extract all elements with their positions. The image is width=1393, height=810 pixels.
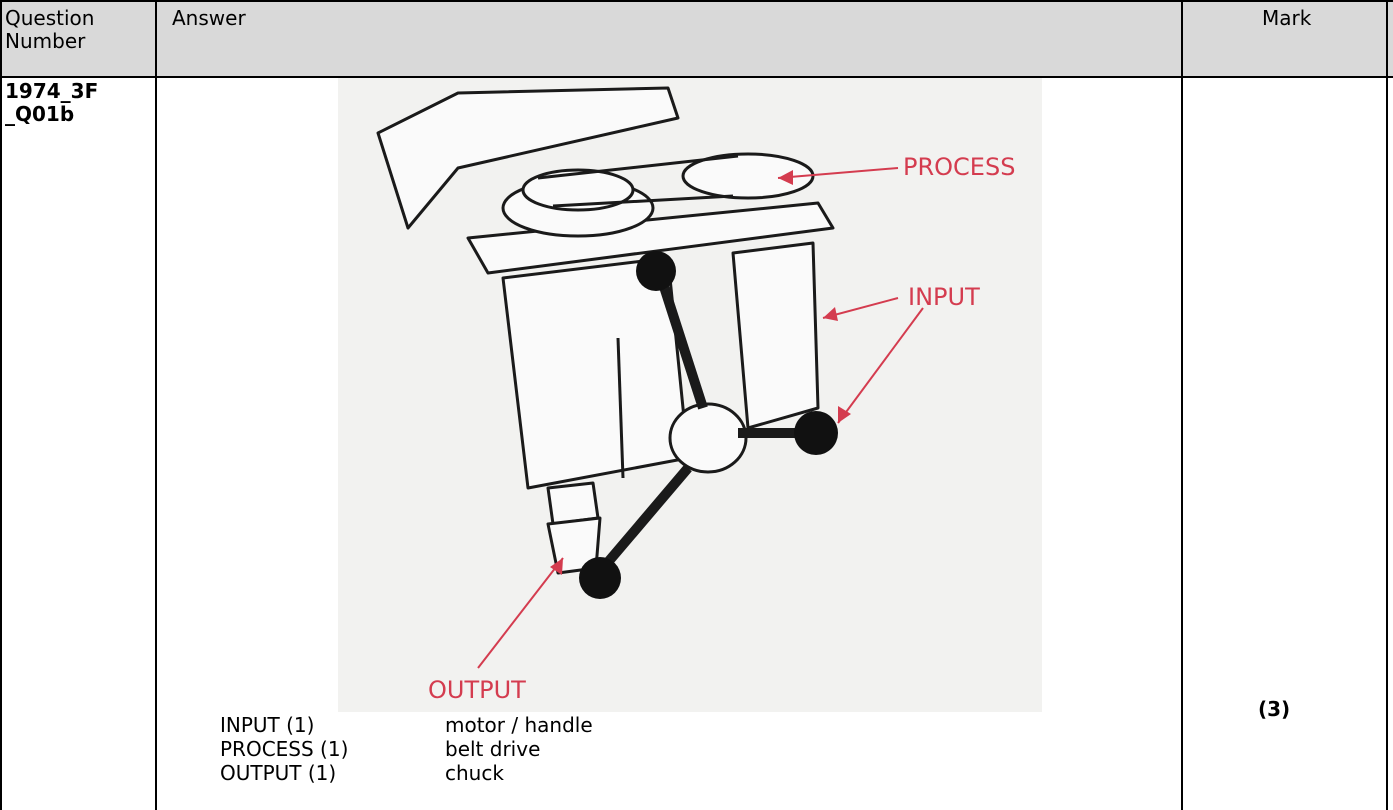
feed-handle-3 bbox=[599, 464, 692, 572]
process-arrowhead bbox=[778, 170, 793, 185]
output-arrow bbox=[477, 557, 564, 669]
drive-belt bbox=[537, 154, 739, 208]
input-arrow-handle bbox=[837, 307, 924, 424]
table-border-top bbox=[0, 0, 1393, 2]
header-answer: Answer bbox=[172, 6, 246, 30]
answer-term-input: INPUT (1) bbox=[220, 713, 315, 737]
header-divider bbox=[0, 76, 1393, 78]
process-arrow bbox=[777, 167, 899, 179]
belt-guard-base bbox=[466, 201, 835, 275]
depth-stop-rod bbox=[616, 337, 625, 479]
handle-ball-bottom bbox=[579, 557, 621, 599]
label-output: OUTPUT bbox=[428, 676, 526, 704]
answer-value-input: motor / handle bbox=[445, 713, 593, 737]
answer-term-output: OUTPUT (1) bbox=[220, 761, 337, 785]
mark-value: (3) bbox=[1258, 697, 1291, 721]
handle-ball-right bbox=[794, 411, 838, 455]
header-question-number: Question Number bbox=[5, 6, 95, 53]
input-arrowhead-handle bbox=[838, 406, 851, 423]
label-process: PROCESS bbox=[903, 153, 1015, 181]
answer-term-process: PROCESS (1) bbox=[220, 737, 349, 761]
label-input: INPUT bbox=[908, 283, 980, 311]
header-cell-mark bbox=[1182, 0, 1393, 77]
feed-handle-1 bbox=[653, 266, 708, 410]
answer-value-process: belt drive bbox=[445, 737, 541, 761]
input-arrowhead-motor bbox=[823, 307, 838, 321]
output-arrowhead bbox=[550, 558, 563, 575]
handle-ball-top bbox=[636, 251, 676, 291]
header-mark: Mark bbox=[1262, 6, 1312, 30]
belt-guard-lid bbox=[376, 86, 680, 230]
header-cell-answer bbox=[156, 0, 1182, 77]
answer-value-output: chuck bbox=[445, 761, 504, 785]
spindle-pulley-step bbox=[521, 168, 635, 212]
header-cell-question-number bbox=[0, 0, 156, 77]
table-border-right bbox=[1386, 0, 1388, 810]
pillar-drill-figure: PROCESS INPUT OUTPUT bbox=[338, 78, 1042, 712]
feed-hub bbox=[668, 402, 748, 474]
column-divider-2 bbox=[1181, 0, 1183, 810]
question-id: 1974_3F _Q01b bbox=[5, 79, 99, 126]
column-divider-1 bbox=[155, 0, 157, 810]
drill-head bbox=[501, 256, 690, 490]
table-border-left bbox=[0, 0, 2, 810]
motor bbox=[731, 241, 820, 430]
